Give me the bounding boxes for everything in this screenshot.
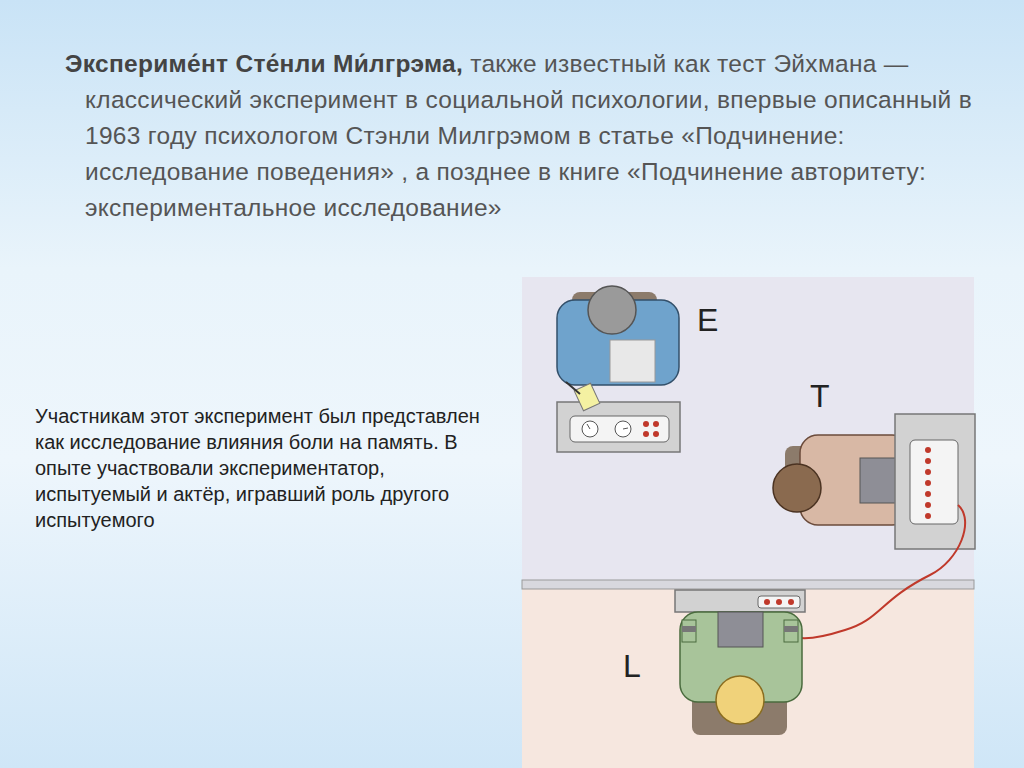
role-letter: T <box>810 380 830 412</box>
note-text: Участникам этот эксперимент был представ… <box>35 405 480 531</box>
role-letter: L <box>623 650 641 682</box>
title-text: Экспериме́нт Сте́нли Ми́лгрэма, <box>65 50 463 77</box>
side-note: Участникам этот эксперимент был представ… <box>35 403 485 533</box>
role-letter: E <box>697 304 718 336</box>
intro-paragraph: Экспериме́нт Сте́нли Ми́лгрэма, также из… <box>65 46 985 226</box>
